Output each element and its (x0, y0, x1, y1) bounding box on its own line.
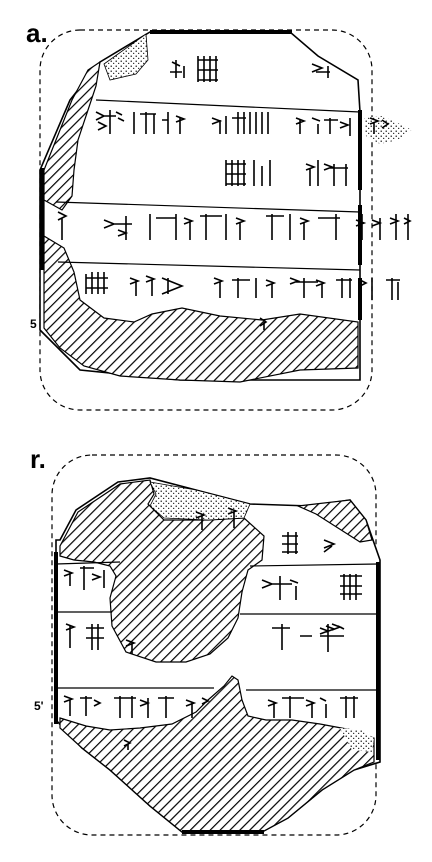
obverse-side (39, 29, 412, 411)
obverse-sign-trace (259, 317, 268, 330)
reverse-damage-upper (59, 479, 265, 663)
reverse-line-2 (63, 566, 362, 600)
reverse-surface-loss (149, 481, 251, 521)
reverse-label: r. (30, 444, 46, 474)
reverse-line-4 (63, 695, 358, 718)
obverse-label: a. (26, 18, 48, 48)
reverse-sign-trace (123, 739, 132, 750)
reverse-damage-top-right (295, 499, 373, 543)
obverse-line-5 (85, 272, 400, 300)
obverse-ruling-1 (95, 99, 361, 113)
obverse-ruling-3 (57, 261, 361, 271)
reverse-surface-loss-right (340, 728, 374, 752)
obverse-damage-left (43, 60, 359, 383)
reverse-ruling-1b (249, 563, 379, 567)
reverse-line-1 (195, 507, 337, 554)
obverse-line-4 (57, 211, 412, 240)
obverse-broken-edge-right (364, 116, 412, 144)
reverse-damage-lower (59, 675, 375, 833)
reverse-dashed-outline (51, 454, 377, 836)
obverse-ruling-2 (55, 201, 361, 213)
obverse-surface-loss (103, 33, 149, 81)
obverse-line-2 (95, 110, 390, 136)
obverse-line-number: 5 (30, 317, 37, 331)
obverse-line-3 (225, 160, 348, 186)
reverse-cuneiform-signs (63, 507, 362, 750)
reverse-ruling-1 (55, 561, 121, 565)
obverse-line-1 (170, 56, 330, 82)
reverse-line-3 (65, 623, 345, 654)
reverse-side (51, 454, 381, 836)
reverse-line-number: 5' (34, 699, 44, 713)
obverse-cuneiform-signs (57, 56, 412, 330)
